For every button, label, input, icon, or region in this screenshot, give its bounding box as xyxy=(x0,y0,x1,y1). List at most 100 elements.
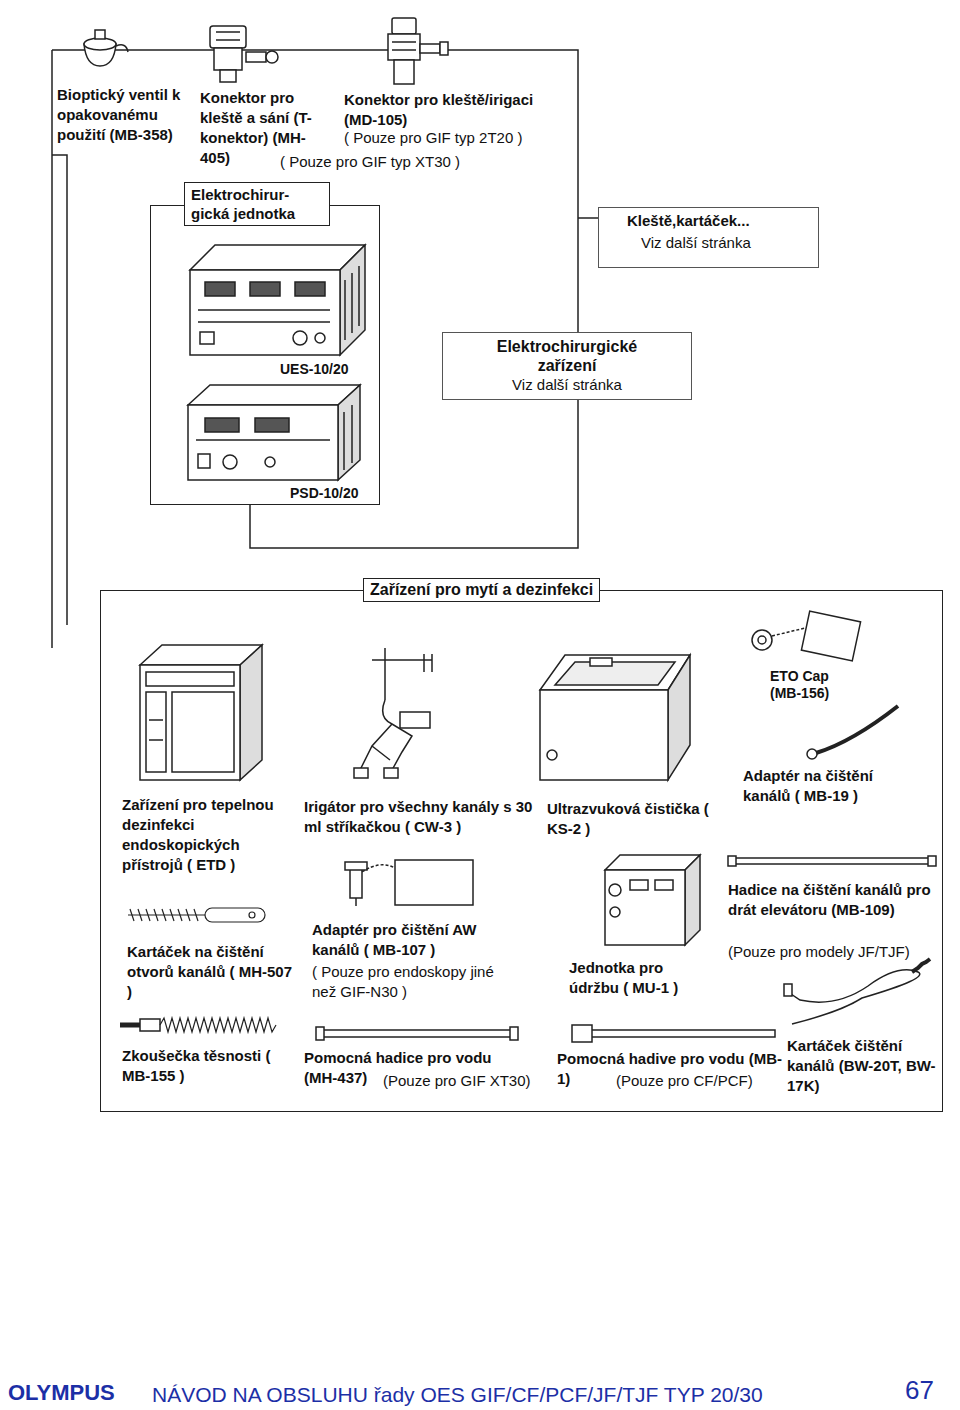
md105-connector-icon xyxy=(440,42,448,55)
leader-lines xyxy=(52,50,578,548)
eto-cap xyxy=(772,628,805,636)
mh437-hose xyxy=(510,1027,518,1040)
mb19-adapter xyxy=(807,706,898,759)
ultrasonic-cleaner xyxy=(668,655,690,780)
mh507-brush xyxy=(205,908,265,922)
washer-disinfector xyxy=(172,692,234,772)
psd-unit xyxy=(188,385,360,405)
ultrasonic-cleaner xyxy=(555,662,675,685)
mu1-unit xyxy=(630,880,648,890)
psd-unit xyxy=(338,385,360,480)
ues-unit xyxy=(205,282,235,296)
ultrasonic-cleaner xyxy=(547,750,557,760)
group-frame: Elektrochirur- gická jednotka xyxy=(150,205,380,505)
t-connector-icon xyxy=(266,51,278,63)
ues-unit xyxy=(250,282,280,296)
mb1-hose xyxy=(572,1025,592,1042)
mb107-adapter xyxy=(362,865,395,872)
t-connector-icon xyxy=(220,70,236,82)
ues-unit xyxy=(293,331,307,345)
mu1-unit xyxy=(609,884,621,896)
mu1-unit xyxy=(605,870,685,945)
mb109-tube xyxy=(928,856,936,866)
irrigator xyxy=(354,768,368,778)
md105-connector-icon xyxy=(394,60,414,84)
box-heading: Elektrochirur- gická jednotka xyxy=(184,182,330,226)
mu1-unit xyxy=(605,855,700,870)
mb107-adapter xyxy=(345,860,473,906)
ues-unit xyxy=(190,245,365,355)
mh507-brush xyxy=(128,908,265,922)
ues-unit xyxy=(295,282,325,296)
part-label: (Pouze pro CF/PCF) xyxy=(616,1071,753,1091)
psd-unit xyxy=(198,454,210,468)
mb1-hose xyxy=(572,1025,775,1042)
mh437-hose xyxy=(316,1027,324,1040)
box-heading: Elektrochirurgické zařízení xyxy=(467,337,667,375)
ues-unit xyxy=(340,245,365,355)
psd-unit xyxy=(188,385,360,480)
part-label: Kartáček čištění kanálů (BW-20T, BW-17K) xyxy=(787,1036,943,1096)
md105-connector-icon xyxy=(420,44,440,53)
md105-connector-icon xyxy=(388,18,448,84)
mb109-tube xyxy=(728,856,936,866)
washer-disinfector xyxy=(146,692,166,772)
md105-connector-icon xyxy=(388,34,420,60)
part-label: Konektor pro kleště/irigaci (MD-105) xyxy=(344,90,544,130)
part-label: Ultrazvuková čistička ( KS-2 ) xyxy=(547,799,735,839)
psd-unit xyxy=(188,405,338,480)
mb109-tube xyxy=(728,856,736,866)
psd-unit xyxy=(205,418,239,432)
bw-brush xyxy=(784,959,930,1024)
reference-box: Kleště,kartáček...Viz další stránka xyxy=(598,207,819,268)
part-label: UES-10/20 xyxy=(280,359,348,379)
mb19-adapter xyxy=(807,749,817,759)
part-label: ( Pouze pro GIF typ 2T20 ) xyxy=(344,128,522,148)
mu1-unit xyxy=(655,880,673,890)
t-connector-icon xyxy=(210,26,278,82)
t-connector-icon xyxy=(214,48,242,70)
eto-cap xyxy=(752,611,861,661)
valve-icon xyxy=(84,38,116,50)
washer-disinfector xyxy=(240,645,262,780)
psd-unit xyxy=(223,455,237,469)
mb107-adapter xyxy=(395,860,473,905)
part-label: ETO Cap (MB-156) xyxy=(770,668,850,702)
box-note: Viz další stránka xyxy=(641,232,808,254)
ues-unit xyxy=(190,245,365,270)
leak-tester xyxy=(140,1019,160,1031)
part-label: ( Pouze pro GIF typ XT30 ) xyxy=(280,152,460,172)
box-heading: Zařízení pro mytí a dezinfekci xyxy=(363,578,600,602)
box-note: Viz další stránka xyxy=(451,375,683,395)
part-label: Kartáček na čištění otvorů kanálů ( MH-5… xyxy=(127,942,297,1002)
ues-unit xyxy=(200,332,214,344)
md105-connector-icon xyxy=(392,18,416,34)
ues-unit xyxy=(190,270,340,355)
ues-unit xyxy=(198,310,330,322)
footer-text: 67 xyxy=(905,1375,934,1405)
irrigator xyxy=(400,712,430,728)
reference-box: Elektrochirurgické zařízeníViz další str… xyxy=(442,332,692,400)
bw-brush xyxy=(788,970,920,1024)
psd-unit xyxy=(265,457,275,467)
part-label: Zařízení pro tepelnou dezinfekci endosko… xyxy=(122,795,294,875)
valve-icon xyxy=(116,45,128,52)
ues-unit xyxy=(315,333,325,343)
mb107-adapter xyxy=(355,898,357,906)
irrigator xyxy=(360,724,392,770)
part-label: Bioptický ventil k opakovanému použití (… xyxy=(57,85,197,145)
mb19-adapter xyxy=(816,706,898,753)
t-connector-icon xyxy=(216,32,240,40)
footer-text: OLYMPUS xyxy=(8,1378,115,1408)
mb109-tube xyxy=(732,858,932,864)
washer-disinfector xyxy=(140,645,262,780)
ues-unit xyxy=(345,266,359,340)
ultrasonic-cleaner xyxy=(540,690,668,780)
leader-lines xyxy=(51,50,53,648)
mb107-adapter xyxy=(345,862,367,870)
washer-disinfector xyxy=(146,672,234,686)
mh437-hose xyxy=(320,1030,514,1037)
part-label: PSD-10/20 xyxy=(290,483,358,503)
mh507-brush xyxy=(249,912,255,918)
